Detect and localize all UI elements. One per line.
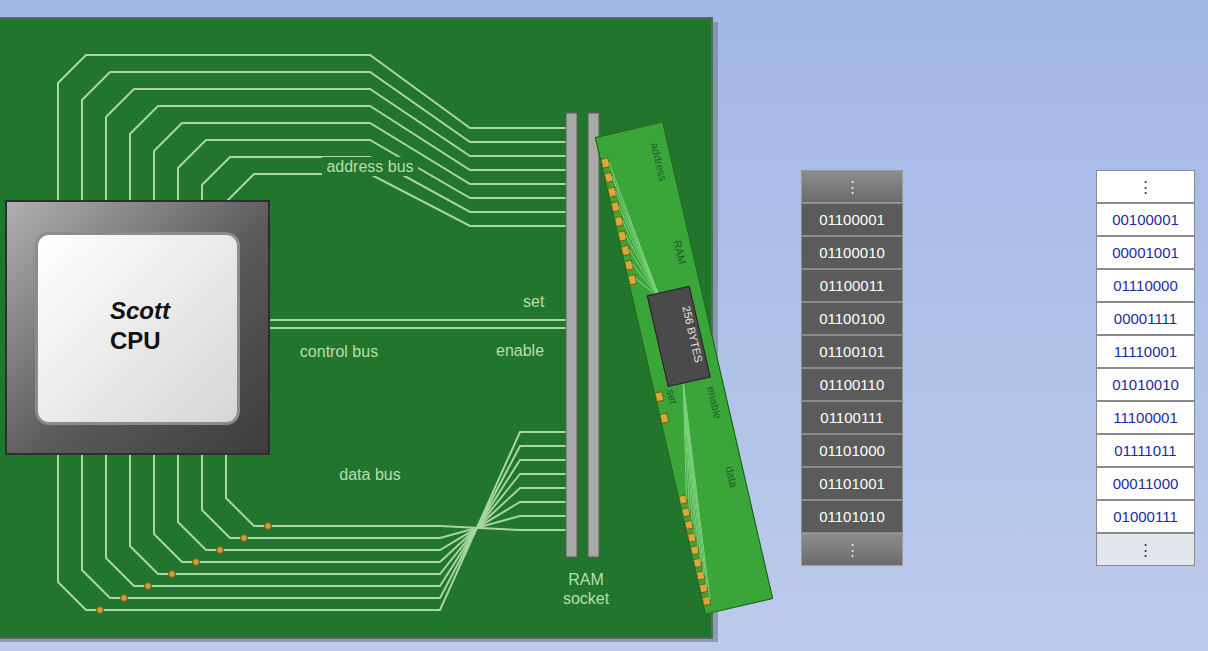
gold-pin [611, 202, 620, 212]
value-cell: 01110000 [1096, 269, 1195, 302]
gold-pin [608, 187, 617, 197]
data-wire [130, 450, 566, 574]
trace [661, 383, 724, 563]
gold-pin [625, 260, 634, 270]
solder-dot [145, 583, 152, 590]
address-wire [106, 89, 566, 205]
cpu-name: Scott [110, 297, 170, 325]
address-cell: 01100001 [801, 203, 903, 236]
address-cell: 01100010 [801, 236, 903, 269]
address-cell: 01101001 [801, 467, 903, 500]
address-cell: 01101000 [801, 434, 903, 467]
trace [626, 230, 660, 302]
bus-wires [58, 55, 566, 610]
trace [661, 383, 727, 575]
trace [622, 216, 659, 302]
solder-dot [97, 607, 104, 614]
value-cell: 00011000 [1096, 467, 1195, 500]
address-wire [178, 140, 566, 205]
address-cell: 01100110 [801, 368, 903, 401]
address-cell: 01100100 [801, 302, 903, 335]
memory-chip: 256 BYTES [647, 286, 711, 387]
gold-pin [660, 413, 669, 423]
cpu-core: ScottCPU [35, 232, 240, 425]
value-cell: 00001001 [1096, 236, 1195, 269]
trace [612, 172, 660, 302]
cpu-title: CPU [110, 327, 161, 355]
data-wire [106, 450, 566, 586]
trace [661, 383, 730, 588]
address-wire [130, 106, 566, 205]
socket-bar [588, 113, 599, 557]
trace [619, 201, 660, 302]
value-cell: 00100001 [1096, 203, 1195, 236]
data-wire [154, 450, 566, 562]
trace [661, 383, 715, 525]
stick-label: data [723, 465, 740, 489]
solder-dot [121, 595, 128, 602]
stick-label: address [649, 141, 669, 182]
address-cell: ⋮ [801, 170, 903, 203]
address-cell: 01101010 [801, 500, 903, 533]
socket-label: RAM socket [548, 570, 624, 608]
address-cell: 01100111 [801, 401, 903, 434]
enable-wire [268, 327, 566, 329]
gold-pin [628, 275, 637, 285]
value-cell: 11110001 [1096, 335, 1195, 368]
address-wire [58, 55, 566, 205]
value-cell: 11100001 [1096, 401, 1195, 434]
address-wire [82, 72, 566, 205]
data-wire [58, 432, 566, 610]
solder-dot [217, 547, 224, 554]
motherboard [0, 18, 712, 638]
cpu-chip: ScottCPU [5, 200, 270, 455]
data-wire [82, 446, 566, 598]
gold-pin [601, 158, 610, 168]
stick-label: set [665, 388, 680, 405]
value-cell: 01000111 [1096, 500, 1195, 533]
bus-label: enable [496, 341, 544, 360]
address-cell: 01100011 [801, 269, 903, 302]
value-cell: ⋮ [1096, 170, 1195, 203]
stick-label: enable [705, 385, 724, 420]
value-cell: 01111011 [1096, 434, 1195, 467]
solder-dot [193, 559, 200, 566]
bus-label: set [523, 292, 544, 311]
trace [661, 383, 712, 512]
address-cell: ⋮ [801, 533, 903, 566]
set-wire [268, 319, 566, 321]
solder-dot [265, 523, 272, 530]
solder-dot [169, 571, 176, 578]
data-wire [178, 450, 566, 550]
gold-pin [604, 172, 613, 182]
solder-dots [97, 523, 272, 614]
chip-label: 256 BYTES [679, 303, 706, 366]
value-cell: 00001111 [1096, 302, 1195, 335]
bus-label: control bus [296, 342, 382, 361]
gold-pin [621, 245, 630, 255]
trace [661, 383, 732, 601]
value-cell: 01010010 [1096, 368, 1195, 401]
address-cell: 01100101 [801, 335, 903, 368]
gold-pin [655, 392, 664, 402]
trace [615, 187, 659, 302]
address-wire [154, 123, 566, 205]
data-wire [226, 450, 566, 530]
gold-pin [618, 231, 627, 241]
data-wire [202, 450, 566, 538]
solder-dot [241, 535, 248, 542]
socket-bar [566, 113, 577, 557]
address-wire [226, 174, 566, 226]
trace [609, 157, 660, 302]
bus-label: address bus [322, 157, 418, 176]
bus-label: data bus [322, 465, 418, 484]
gold-pin [614, 216, 623, 226]
value-cell: ⋮ [1096, 533, 1195, 566]
stick-label: RAM [671, 239, 688, 266]
